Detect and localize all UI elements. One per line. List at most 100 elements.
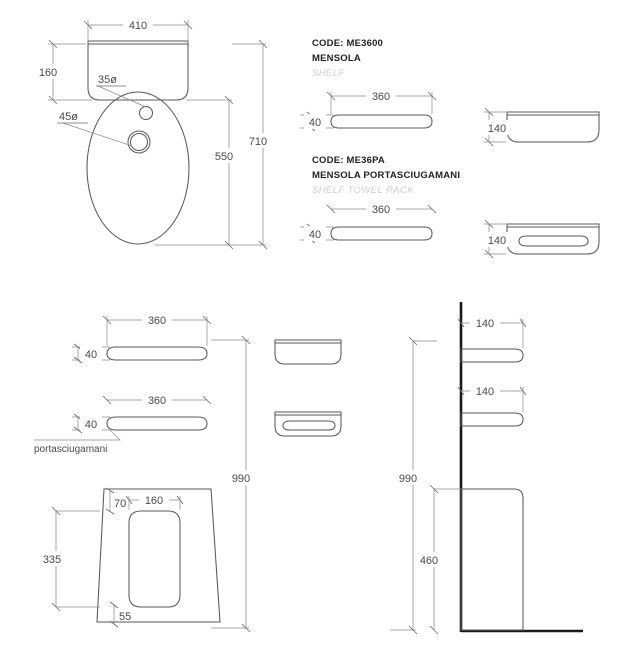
dim-40-c-text-bg [80, 346, 102, 361]
dim-360-d-text-bg [142, 392, 172, 407]
view-shelf-plan-me36pa: 360 40 [300, 201, 437, 244]
product-2-code: CODE: ME36PA [312, 155, 385, 166]
view-shelf-side-me36pa: 140 [482, 219, 600, 259]
product-2-name-it: MENSOLA PORTASCIUGAMANI [312, 170, 460, 181]
elevation-bidet-body [460, 488, 524, 631]
dim-990r-text-bg [393, 470, 423, 485]
dim-140-c-text: 140 [476, 318, 494, 330]
dim-990-text-bg [226, 470, 256, 485]
dim-40-b-text-bg [304, 226, 326, 241]
dim-40-a-text-bg [304, 114, 326, 129]
view-shelf-side-me3600: 140 [482, 107, 600, 147]
dim-990-text: 990 [232, 473, 250, 485]
dim-360-c-text-bg [142, 312, 172, 327]
shelf-2-plan-outline [330, 226, 433, 241]
shelf-2-side-outline [506, 223, 600, 255]
dim-70-tick-t [105, 487, 115, 494]
view-assembly-plan-lower: 360 40 portasciugamani [34, 392, 212, 455]
dim-140-a-text: 140 [488, 123, 506, 135]
dim-55-tick-b [109, 620, 119, 628]
dim-360-b-text-bg [366, 201, 396, 216]
dim-360-a-text-bg [366, 88, 396, 103]
product-block-me3600: CODE: ME3600 MENSOLA SHELF 360 40 [300, 38, 600, 147]
view-shelf-plan-me3600: 360 40 [300, 88, 437, 132]
dim-140-d-text: 140 [476, 386, 494, 398]
dim-550-text: 550 [215, 151, 233, 163]
bidet-hole-35-circle [138, 105, 154, 121]
bidet-plan-bowl-opening [128, 510, 181, 608]
dim-140-b-text: 140 [488, 235, 506, 247]
dim-460-tick-b [429, 625, 439, 635]
dim-410-text: 410 [129, 20, 147, 32]
product-block-me36pa: CODE: ME36PA MENSOLA PORTASCIUGAMANI SHE… [300, 155, 600, 259]
dim-360-b-tick-l [326, 204, 336, 214]
assembly-side-lower-towel-slot [282, 420, 336, 431]
leader-35-line [97, 85, 147, 108]
dim-160-text-bg [33, 64, 63, 79]
assembly-side-lower-outline [274, 411, 342, 437]
label-35-diameter: 35ø [98, 74, 117, 86]
dim-55-text: 55 [119, 611, 131, 623]
bidet-tank-outline [87, 40, 189, 101]
dim-360-a-text: 360 [372, 91, 390, 103]
dim-140-b-text-bg [482, 232, 512, 247]
dim-40-d-text: 40 [85, 419, 97, 431]
assembly-side-upper-outline [274, 339, 342, 365]
product-1-code: CODE: ME3600 [312, 38, 383, 49]
product-1-name-it: MENSOLA [312, 53, 361, 64]
dim-360-d-tick-l [102, 395, 112, 405]
dim-140-c-tick-l [457, 318, 465, 328]
elevation-shelf-lower [460, 412, 524, 427]
dim-460-text-bg [414, 552, 444, 567]
view-assembly-side-lower [274, 411, 342, 437]
leader-portasciugamani-line [34, 429, 121, 441]
dim-710-text-bg [243, 133, 273, 148]
dim-40-d-text-bg [80, 416, 102, 431]
dim-55-tick-t [109, 601, 119, 609]
product-2-name-en: SHELF TOWEL RACK [312, 185, 414, 196]
dim-550-text-bg [209, 148, 239, 163]
dim-710-text: 710 [249, 136, 267, 148]
dim-160b-text-bg [139, 492, 169, 507]
view-bidet-plan: 70 160 335 55 [36, 487, 221, 628]
dim-70-text: 70 [114, 498, 126, 510]
shelf-1-plan-outline [330, 114, 433, 129]
assembly-shelf-lower-outline [106, 416, 208, 431]
bidet-hole-45-inner [129, 132, 149, 152]
view-assembly-elevation: 140 140 990 460 [390, 302, 583, 635]
leader-45-line [62, 122, 133, 147]
dim-140-d-text-bg [470, 383, 500, 398]
dim-160b-text: 160 [145, 495, 163, 507]
dim-160-text: 160 [39, 67, 57, 79]
dim-360-d-tick-r [202, 395, 212, 405]
shelf-1-side-outline [506, 111, 600, 143]
shelf-2-towel-slot [518, 235, 589, 247]
dim-40-a-text: 40 [309, 117, 321, 129]
dim-140-a-text-bg [482, 120, 512, 135]
bidet-bowl-outline [86, 91, 190, 245]
dim-70-tick-b [105, 508, 115, 515]
assembly-shelf-upper-outline [106, 346, 208, 361]
dim-460-text: 460 [420, 555, 438, 567]
bidet-hole-45-outer [127, 130, 151, 154]
label-45-diameter: 45ø [59, 111, 78, 123]
view-assembly-plan-upper: 360 40 [72, 312, 212, 364]
dim-360-b-tick-r [427, 204, 437, 214]
dim-990r-text: 990 [399, 473, 417, 485]
product-1-name-en: SHELF [312, 68, 345, 79]
label-portasciugamani: portasciugamani [34, 444, 107, 455]
elevation-shelf-upper [460, 348, 524, 363]
dim-335-text: 335 [43, 554, 61, 566]
dim-335-text-bg [36, 551, 68, 566]
dim-990-left: 990 [211, 335, 256, 633]
bidet-plan-outline [96, 488, 221, 623]
view-assembly-side-upper [274, 339, 342, 365]
dim-410-text-bg [123, 17, 153, 32]
view-bidet-front-elevation: 410 160 35ø 45ø 550 710 [33, 17, 273, 250]
dim-140-d-tick-l [457, 386, 465, 396]
dim-40-c-text: 40 [85, 349, 97, 361]
dim-360-b-text: 360 [372, 204, 390, 216]
dim-40-b-text: 40 [309, 229, 321, 241]
